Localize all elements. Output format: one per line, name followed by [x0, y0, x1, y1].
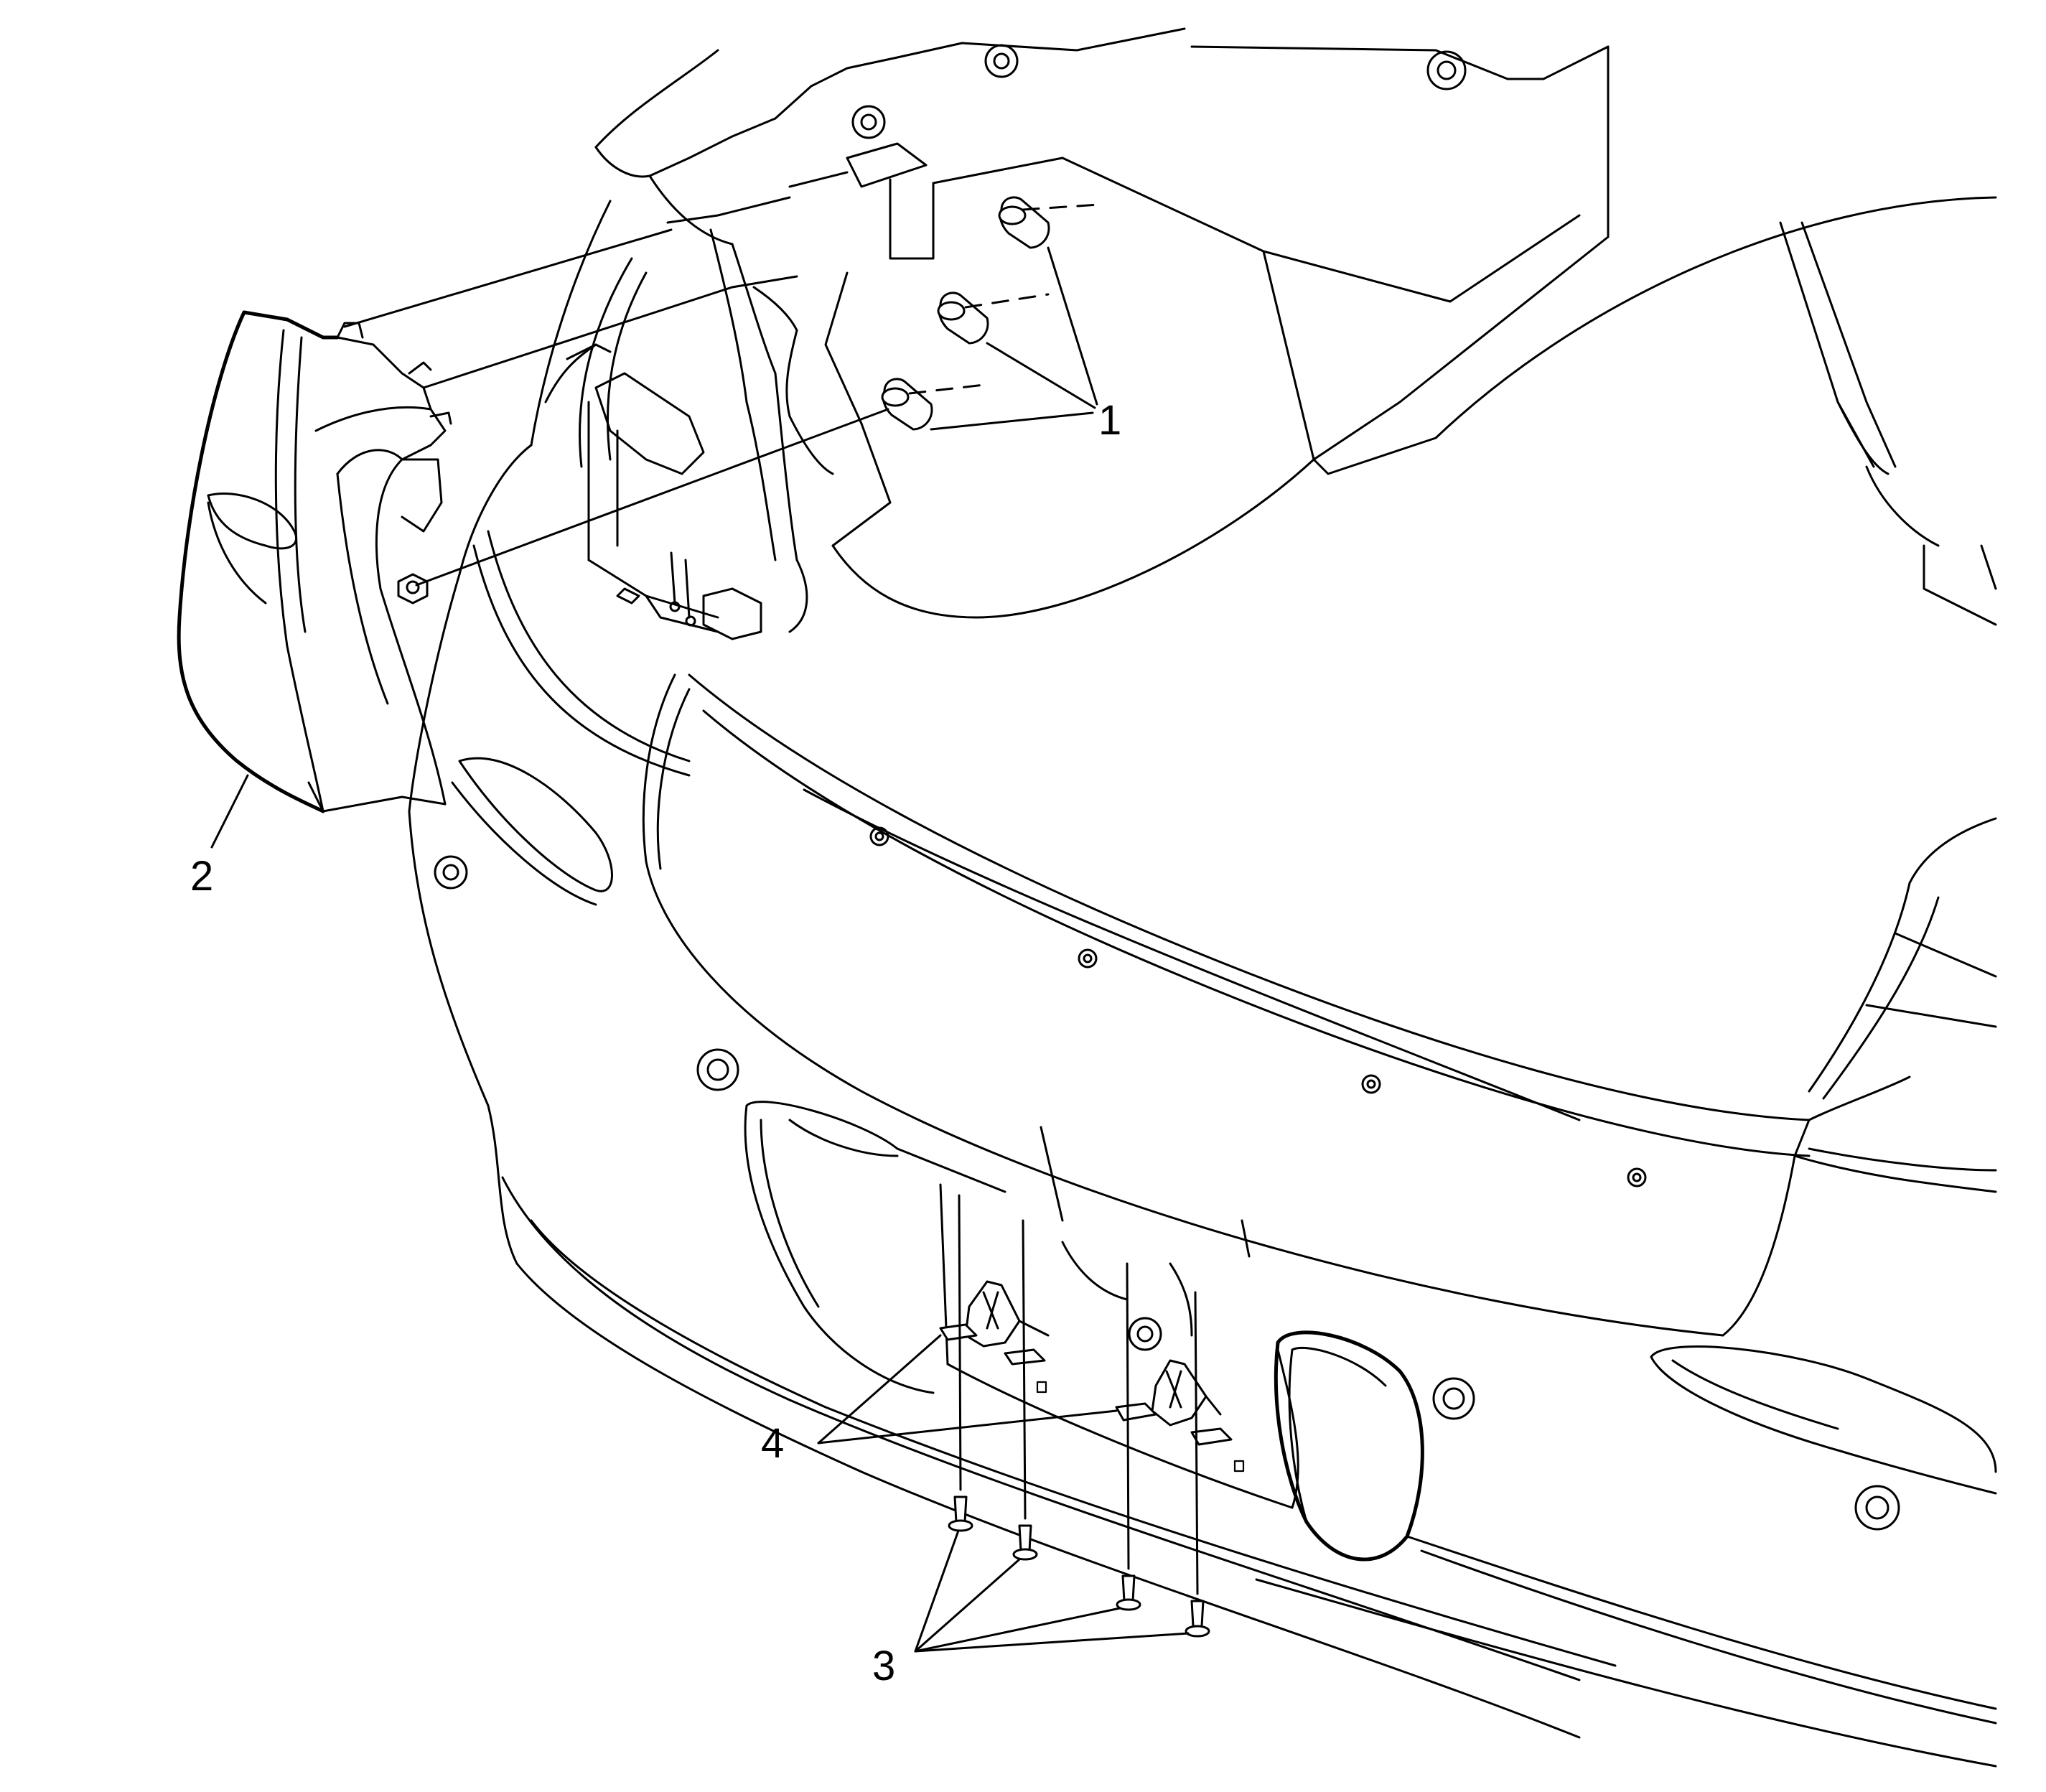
callout-3-leader-c [914, 1607, 1121, 1653]
callout-4: 4 [761, 1420, 784, 1467]
screw-2 [1012, 1524, 1038, 1561]
fascia-screws [914, 1194, 1210, 1653]
callout-4-leader-a [817, 1334, 942, 1445]
nut-lower [881, 378, 933, 431]
screw-3 [1116, 1574, 1141, 1611]
left-quarter-panel [408, 200, 1617, 1739]
callout-2: 2 [190, 853, 213, 900]
retainer-left [939, 1280, 1050, 1366]
callout-2-leader [210, 774, 249, 849]
alignment-lines [343, 196, 889, 587]
callout-3-leader-b [914, 1558, 1021, 1653]
callout-1-leader-c [930, 411, 1094, 431]
screw-4 [1185, 1600, 1210, 1638]
trunk-lid-area [594, 27, 1997, 1337]
callout-3-leader-a [914, 1529, 960, 1653]
callout-1-leader-a [1047, 246, 1098, 406]
callout-3-leader-d [914, 1632, 1190, 1653]
callout-4-leader-b [817, 1409, 1118, 1445]
callouts: 1 2 3 4 [190, 397, 1121, 1689]
retainer-right [1115, 1359, 1233, 1446]
callout-1: 1 [1098, 397, 1121, 444]
lamp-pocket [544, 44, 1467, 640]
nut-middle [937, 291, 989, 345]
rear-bumper-fascia [696, 788, 1997, 1768]
callout-1-leader-b [986, 342, 1096, 409]
lamp-nuts [881, 178, 1100, 431]
callout-3: 3 [872, 1643, 895, 1689]
fascia-retainers [817, 1280, 1233, 1446]
nut-upper [998, 196, 1050, 249]
tail-lamp-assembly [177, 310, 452, 849]
screw-1 [948, 1495, 973, 1532]
